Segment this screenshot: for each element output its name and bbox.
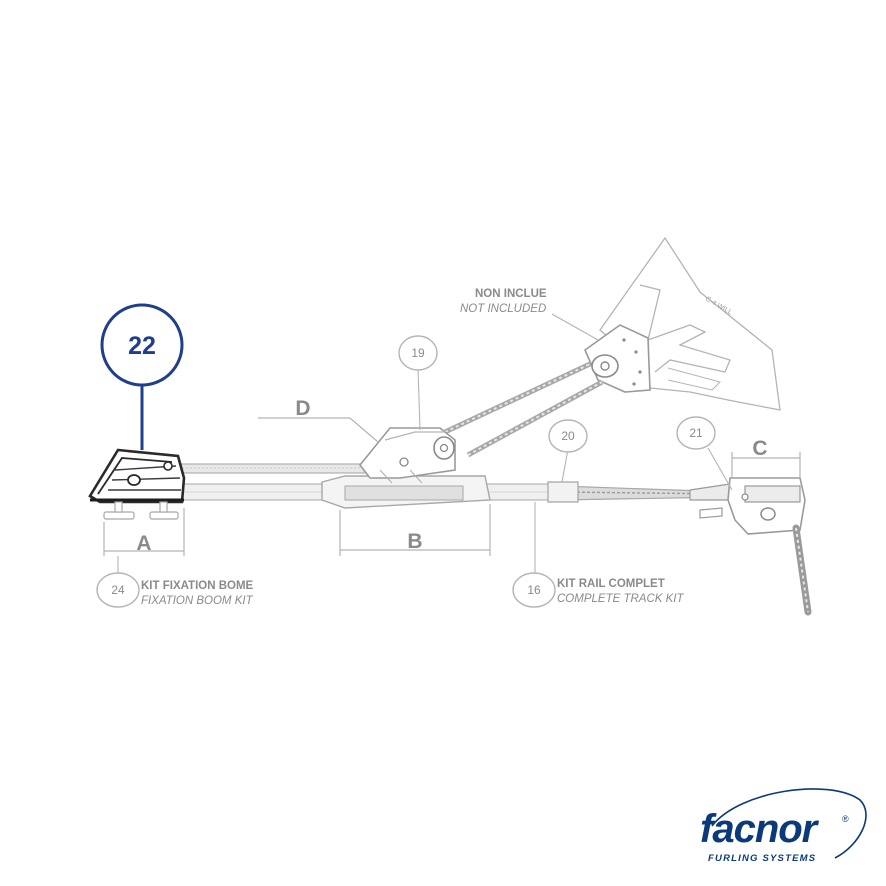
dimension-d: D [258,397,379,443]
callout-24: 24 [96,572,140,608]
track-kit-label-fr: KIT RAIL COMPLET [557,578,665,590]
callout-24-label: 24 [111,583,125,597]
callout-20: 20 [548,419,588,453]
callout-19: 19 [398,335,438,371]
fixation-bolts [103,501,179,520]
sail-marking: C-4 WILL [704,296,733,317]
not-included-label-en: NOT INCLUDED [460,303,546,315]
boom-kit-label-fr: KIT FIXATION BOME [141,580,254,592]
clew-block [584,324,651,393]
callout-21: 21 [676,416,716,450]
dimension-b: B [339,504,491,556]
sliding-car [321,427,491,509]
callout-22: 22 [100,303,184,450]
track-stop [547,481,579,503]
callout-16-label: 16 [527,583,541,597]
dimension-c: C [731,437,801,478]
boom-end-fitting [88,448,186,504]
logo-registered: ® [842,814,849,824]
callout-21-label: 21 [689,426,703,440]
dimension-a: A [103,508,185,556]
callout-20-label: 20 [561,429,575,443]
dimension-a-label: A [136,532,151,555]
not-included-label-fr: NON INCLUE [475,288,547,300]
logo-brand: facnor [700,807,820,851]
boom-kit-label-en: FIXATION BOOM KIT [141,595,254,607]
leader-lines [117,313,733,574]
sheet-lines [443,361,604,458]
dimension-d-label: D [295,397,310,420]
dimension-c-label: C [752,437,767,460]
callout-16: 16 [512,572,556,608]
callout-19-label: 19 [411,346,425,360]
aft-block [689,477,812,616]
track-kit-label-en: COMPLETE TRACK KIT [557,593,684,605]
facnor-logo: facnor ® FURLING SYSTEMS [700,788,867,864]
callout-22-label: 22 [128,332,156,360]
dimension-b-label: B [407,530,422,553]
logo-tagline: FURLING SYSTEMS [708,853,816,864]
